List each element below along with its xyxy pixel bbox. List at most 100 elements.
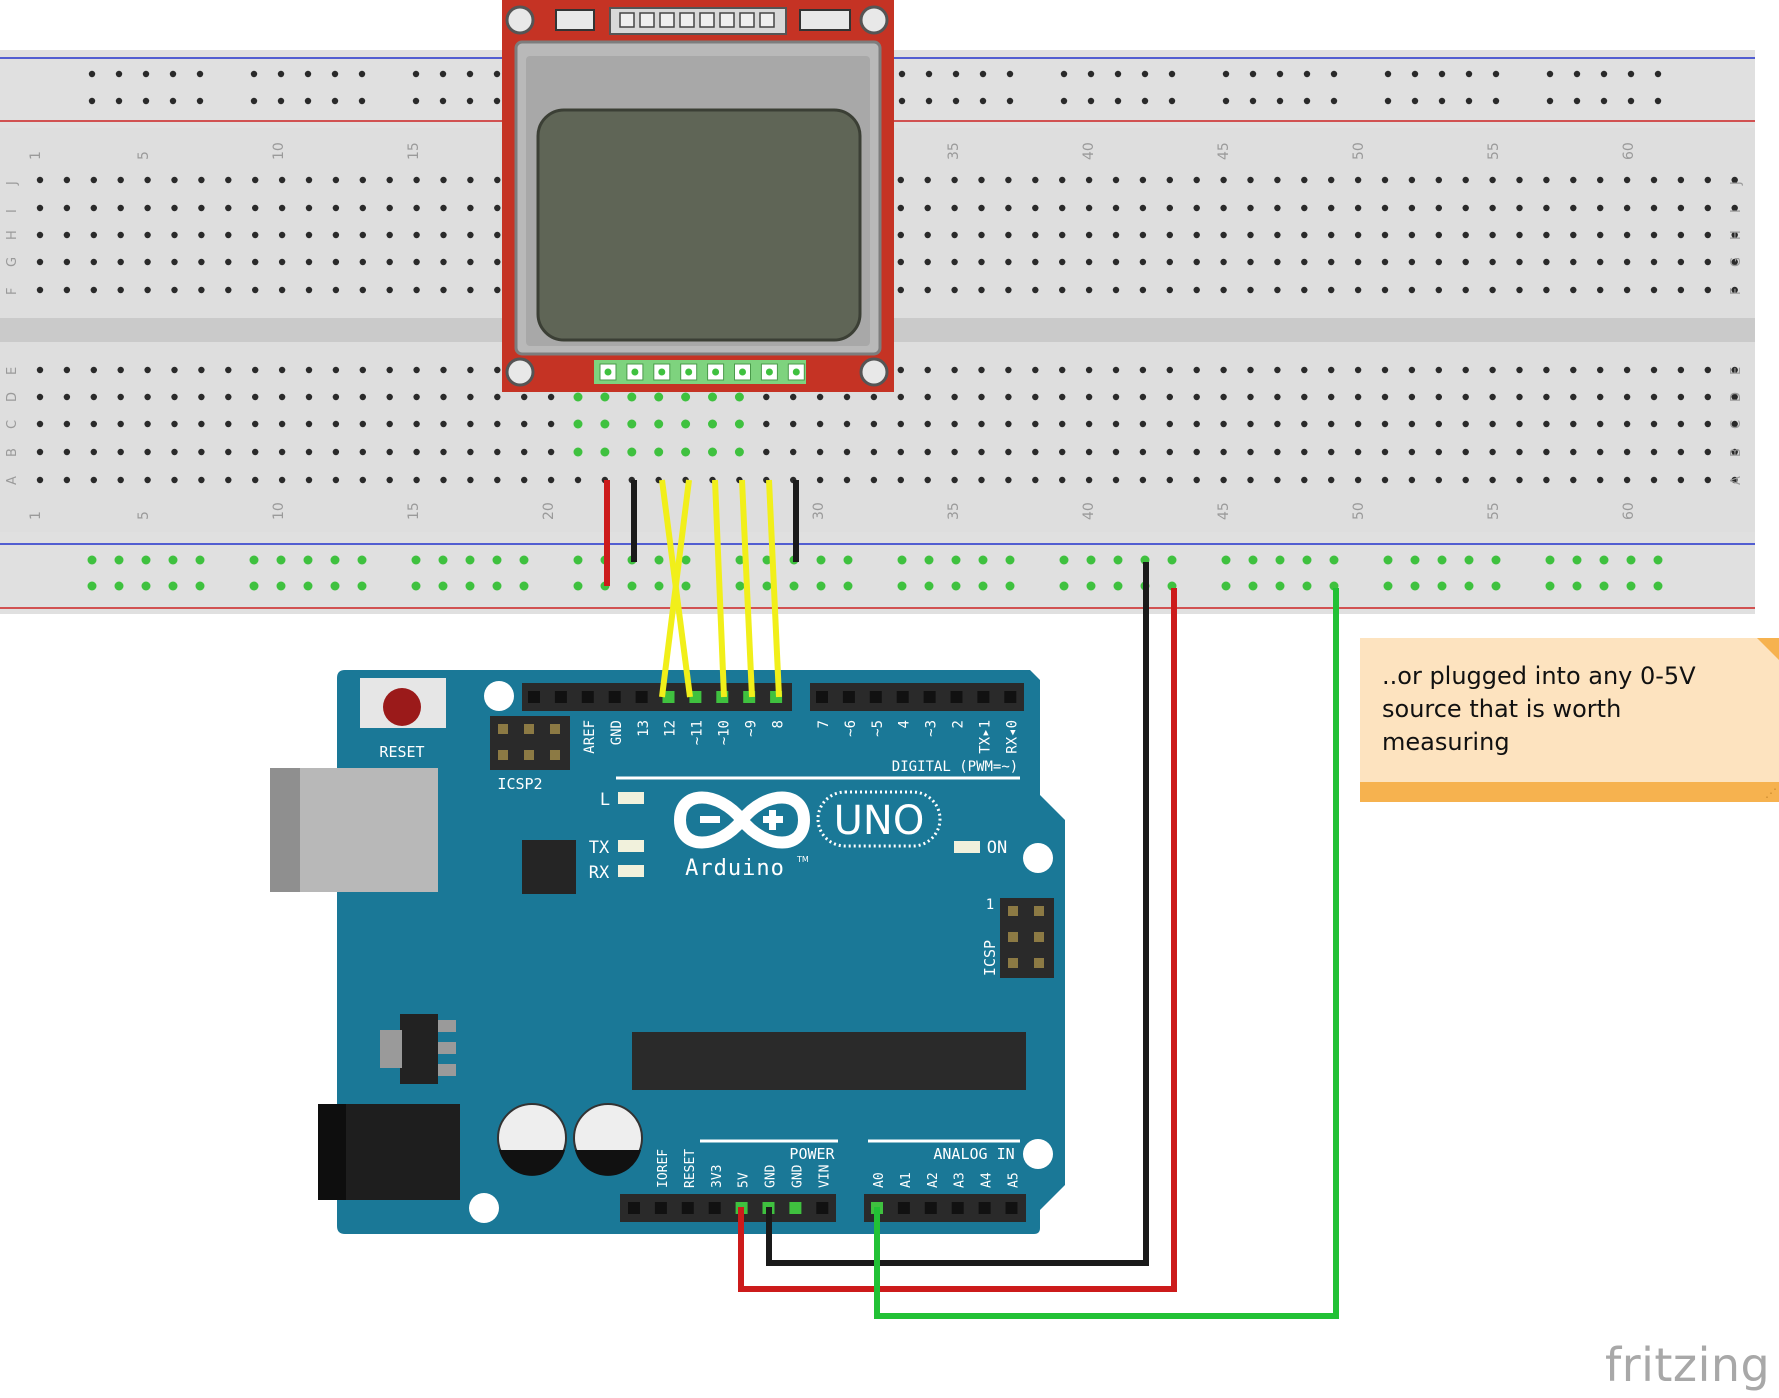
rail-hole[interactable] (1627, 97, 1635, 105)
breadboard-hole[interactable] (951, 204, 958, 212)
breadboard-hole[interactable] (1570, 393, 1577, 401)
breadboard-hole[interactable] (440, 231, 447, 239)
rail-hole[interactable] (169, 70, 177, 78)
rail-hole[interactable] (1059, 555, 1069, 565)
breadboard-hole[interactable] (1032, 286, 1039, 294)
breadboard-hole[interactable] (305, 176, 313, 184)
breadboard-hole[interactable] (305, 204, 313, 212)
breadboard-hole[interactable] (1247, 448, 1254, 456)
breadboard-hole[interactable] (1220, 176, 1227, 184)
breadboard-hole[interactable] (1462, 448, 1469, 456)
rail-hole[interactable] (195, 555, 205, 565)
rail-hole[interactable] (735, 581, 745, 591)
rail-hole[interactable] (277, 97, 285, 105)
digital-pin[interactable] (896, 691, 909, 703)
breadboard-hole[interactable] (144, 420, 151, 428)
breadboard-hole[interactable] (278, 231, 286, 239)
breadboard-hole[interactable] (1005, 476, 1012, 484)
breadboard-hole[interactable] (386, 204, 393, 212)
breadboard-hole[interactable] (1301, 204, 1308, 212)
breadboard-hole[interactable] (1435, 476, 1443, 484)
breadboard-hole[interactable] (252, 393, 259, 401)
breadboard-hole[interactable] (1489, 448, 1496, 456)
rail-hole[interactable] (762, 555, 772, 565)
breadboard-hole[interactable] (467, 366, 474, 374)
breadboard-hole[interactable] (332, 286, 340, 294)
breadboard-hole[interactable] (547, 476, 555, 484)
rail-hole[interactable] (330, 581, 340, 591)
breadboard-hole[interactable] (1516, 476, 1523, 484)
digital-pin[interactable] (923, 691, 936, 703)
breadboard-hole[interactable] (1247, 176, 1254, 184)
breadboard-hole[interactable] (413, 286, 420, 294)
breadboard-hole[interactable] (359, 258, 366, 266)
breadboard-hole[interactable] (117, 231, 124, 239)
breadboard-hole[interactable] (1462, 176, 1469, 184)
breadboard-hole[interactable] (708, 447, 717, 457)
breadboard-hole[interactable] (654, 419, 664, 429)
breadboard-hole[interactable] (386, 176, 393, 184)
breadboard-hole[interactable] (252, 420, 259, 428)
breadboard-hole[interactable] (1381, 204, 1389, 212)
rail-hole[interactable] (1276, 97, 1284, 105)
breadboard-hole[interactable] (978, 204, 985, 212)
breadboard-hole[interactable] (198, 420, 205, 428)
breadboard-hole[interactable] (521, 420, 528, 428)
breadboard-hole[interactable] (1005, 204, 1012, 212)
breadboard-hole[interactable] (63, 258, 71, 266)
breadboard-hole[interactable] (332, 231, 340, 239)
breadboard-hole[interactable] (951, 393, 958, 401)
breadboard-hole[interactable] (305, 448, 313, 456)
rail-hole[interactable] (1653, 581, 1663, 591)
breadboard-hole[interactable] (1328, 258, 1335, 266)
digital-pin[interactable] (662, 691, 675, 703)
rail-hole[interactable] (438, 581, 448, 591)
breadboard-hole[interactable] (1381, 448, 1389, 456)
rail-hole[interactable] (1275, 555, 1285, 565)
breadboard-hole[interactable] (225, 393, 232, 401)
breadboard-hole[interactable] (1731, 231, 1738, 239)
breadboard-hole[interactable] (1408, 420, 1416, 428)
breadboard-hole[interactable] (467, 231, 474, 239)
breadboard-hole[interactable] (278, 366, 286, 374)
breadboard-hole[interactable] (1435, 258, 1443, 266)
breadboard-hole[interactable] (1274, 258, 1281, 266)
breadboard-hole[interactable] (1462, 204, 1469, 212)
rail-hole[interactable] (1627, 70, 1635, 78)
breadboard-hole[interactable] (1597, 366, 1604, 374)
rail-hole[interactable] (952, 97, 960, 105)
breadboard-hole[interactable] (494, 393, 501, 401)
breadboard-hole[interactable] (1623, 476, 1631, 484)
breadboard-hole[interactable] (225, 204, 232, 212)
rail-hole[interactable] (114, 555, 124, 565)
breadboard-hole[interactable] (521, 476, 528, 484)
breadboard-hole[interactable] (1650, 420, 1658, 428)
breadboard-hole[interactable] (1731, 176, 1738, 184)
rail-hole[interactable] (1059, 581, 1069, 591)
rail-hole[interactable] (1222, 97, 1230, 105)
rail-hole[interactable] (466, 97, 474, 105)
breadboard-hole[interactable] (1301, 231, 1308, 239)
breadboard-hole[interactable] (225, 176, 232, 184)
rail-hole[interactable] (1113, 555, 1123, 565)
rail-hole[interactable] (1086, 555, 1096, 565)
breadboard-hole[interactable] (144, 258, 151, 266)
rail-hole[interactable] (358, 97, 366, 105)
rail-hole[interactable] (1654, 70, 1662, 78)
breadboard-hole[interactable] (1516, 393, 1523, 401)
breadboard-hole[interactable] (1112, 204, 1120, 212)
rail-hole[interactable] (196, 70, 204, 78)
breadboard-hole[interactable] (305, 393, 313, 401)
rail-hole[interactable] (493, 70, 501, 78)
breadboard-hole[interactable] (1597, 231, 1604, 239)
breadboard-hole[interactable] (171, 231, 178, 239)
breadboard-hole[interactable] (1112, 393, 1120, 401)
breadboard-hole[interactable] (763, 393, 770, 401)
breadboard-hole[interactable] (1489, 258, 1496, 266)
breadboard-hole[interactable] (790, 448, 797, 456)
breadboard-hole[interactable] (36, 176, 44, 184)
breadboard-hole[interactable] (1435, 393, 1443, 401)
rail-hole[interactable] (1329, 555, 1339, 565)
breadboard-hole[interactable] (225, 366, 232, 374)
breadboard-hole[interactable] (1328, 286, 1335, 294)
